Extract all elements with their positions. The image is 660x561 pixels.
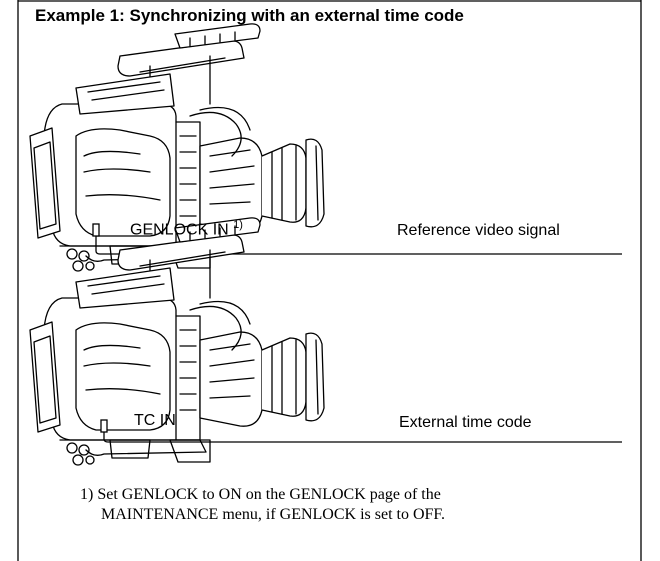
reference-signal-label: Reference video signal xyxy=(397,222,560,239)
genlock-in-label: GENLOCK IN 1) xyxy=(130,219,243,239)
footnote: 1) Set GENLOCK to ON on the GENLOCK page… xyxy=(80,485,640,525)
footnote-line-2: MAINTENANCE menu, if GENLOCK is set to O… xyxy=(101,506,446,523)
genlock-footnote-mark: 1) xyxy=(233,219,243,231)
connector-genlock-icon xyxy=(92,223,100,237)
genlock-in-text: GENLOCK IN xyxy=(130,221,229,239)
footnote-line-1: 1) Set GENLOCK to ON on the GENLOCK page… xyxy=(80,486,441,503)
connector-tc-icon xyxy=(100,419,108,433)
external-timecode-label: External time code xyxy=(399,414,532,431)
cable-reference-line xyxy=(95,236,622,255)
page-title: Example 1: Synchronizing with an externa… xyxy=(35,6,464,25)
cable-timecode-line xyxy=(103,432,622,443)
camcorder-2 xyxy=(29,217,325,466)
tc-in-label: TC IN xyxy=(134,412,176,429)
